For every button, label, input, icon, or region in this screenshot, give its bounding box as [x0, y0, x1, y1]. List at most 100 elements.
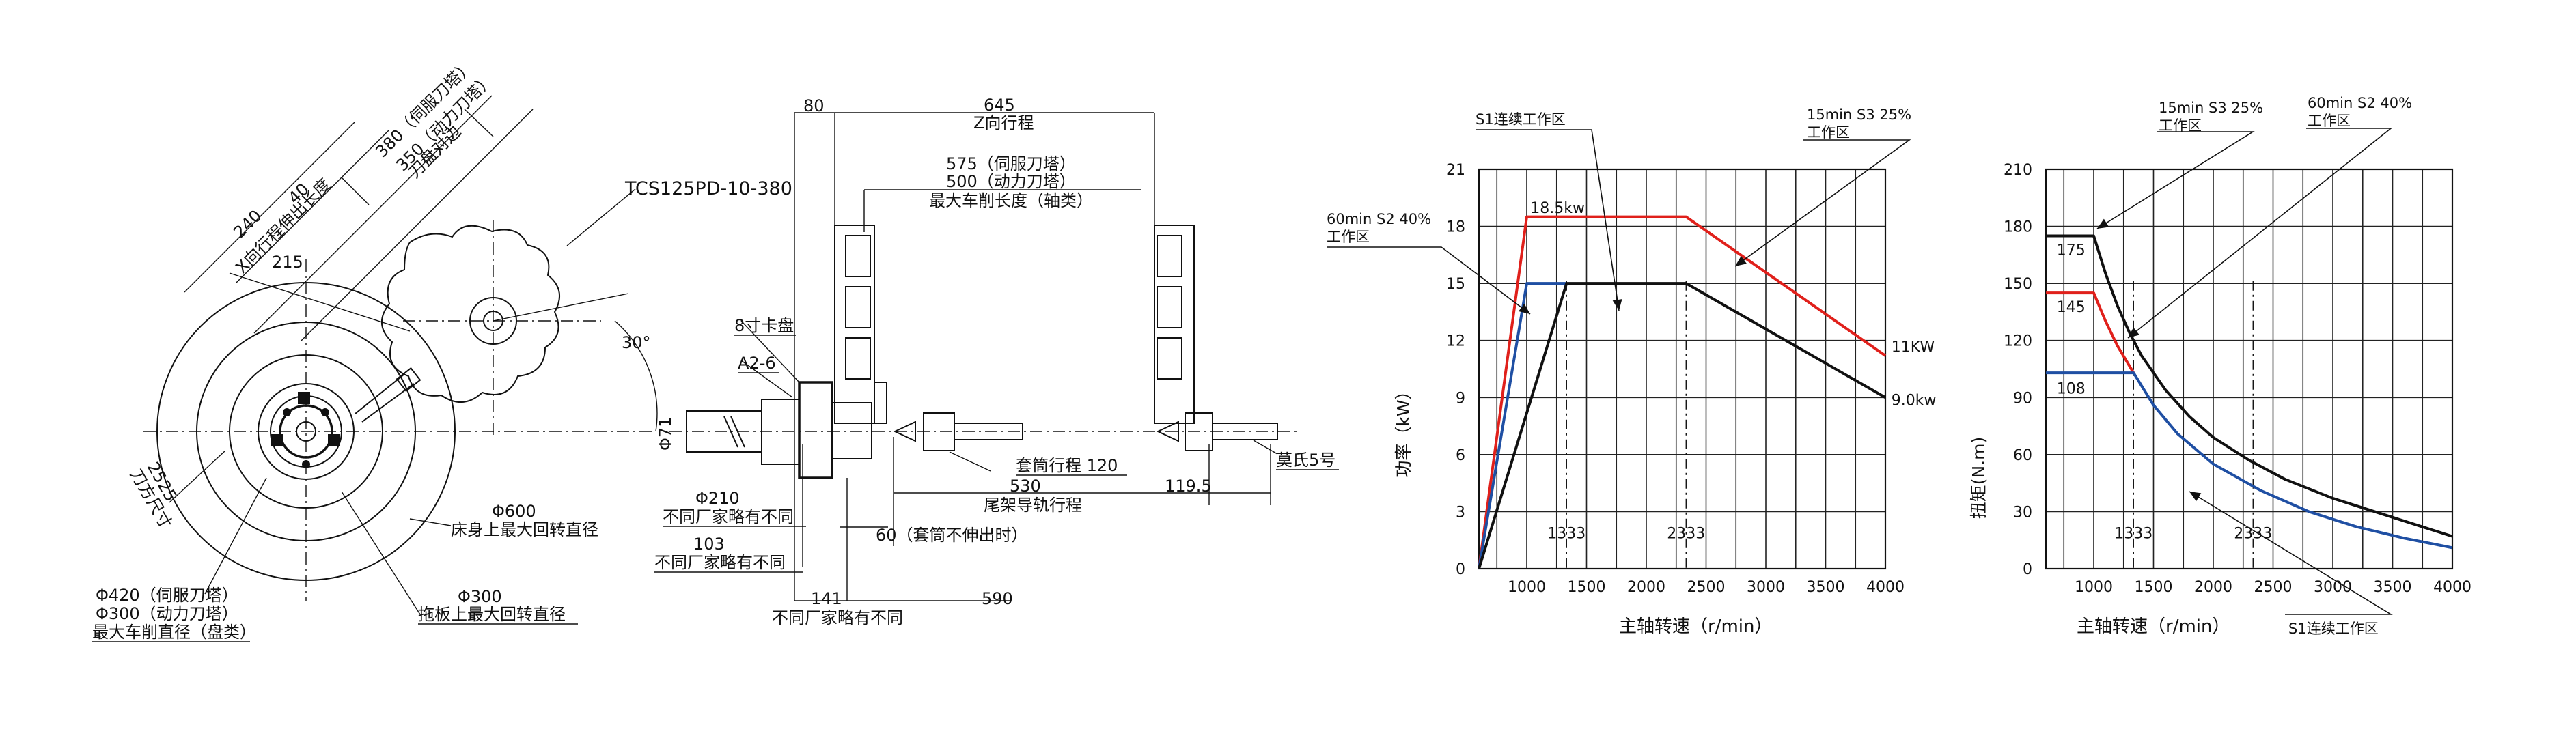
dim-line: [300, 109, 534, 342]
series-line-1: [1478, 282, 1567, 569]
y-tick-label: 12: [1446, 333, 1465, 350]
dim-80: 80: [803, 96, 825, 115]
vendor-note-1: 不同厂家略有不同: [663, 507, 794, 526]
y-axis-label: 扭矩(N.m): [1969, 437, 1989, 520]
value-label: 11KW: [1892, 339, 1935, 356]
swing-dia-leader: [409, 518, 452, 526]
chuck-jaw-icon: [328, 434, 340, 446]
y-tick-label: 3: [1456, 504, 1465, 521]
turret-model-leader: [566, 188, 636, 246]
dim-141: 141: [811, 589, 842, 608]
dim-500: 500（动力刀塔）: [946, 172, 1076, 191]
annotation-leader: [1327, 246, 1531, 315]
x-tick-label: 3500: [1807, 579, 1845, 596]
x-tick-label: 1500: [2135, 579, 2173, 596]
turret-mount: [874, 382, 887, 424]
x-axis-label: 主轴转速（r/min）: [1619, 616, 1772, 637]
swing-bed-label: 床身上最大回转直径: [451, 520, 598, 539]
tool-square-leader: [169, 450, 226, 503]
dim-line: [229, 272, 411, 332]
y-tick-label: 6: [1456, 447, 1465, 464]
annotation-leader: [2189, 491, 2393, 615]
dim-215: 215: [272, 253, 303, 272]
y-tick-label: 210: [2004, 162, 2032, 179]
series-line-0: [2046, 234, 2453, 538]
vendor-note-3: 不同厂家略有不同: [772, 608, 903, 627]
x-tick-label: 2500: [1687, 579, 1726, 596]
x-tick-label: 3000: [2314, 579, 2352, 596]
x-tick-label: 3000: [1747, 579, 1785, 596]
zone-annotation: 工作区: [1327, 229, 1370, 245]
x-tick-label: 1000: [1508, 579, 1546, 596]
tail-center: [1156, 421, 1179, 442]
arrowhead-icon: [2128, 327, 2139, 338]
value-label: 9.0kw: [1892, 392, 1937, 409]
x-tick-label: 1500: [1568, 579, 1606, 596]
zone-annotation: 60min S2 40%: [2308, 95, 2412, 111]
series-line-1: [2046, 291, 2135, 374]
value-label: 2333: [1667, 525, 1705, 542]
vendor-note-2: 不同厂家略有不同: [654, 553, 786, 572]
tool-holder-block: [396, 367, 421, 393]
angle-label: 30°: [622, 333, 651, 352]
turret-fin: [845, 235, 871, 277]
value-label: 1333: [2114, 525, 2152, 542]
disk-dia-leader: [204, 477, 267, 595]
zone-annotation: 工作区: [2159, 117, 2202, 134]
tailstock-taper: [1212, 423, 1278, 440]
x-tick-label: 3500: [2374, 579, 2412, 596]
arrowhead-icon: [1612, 299, 1622, 311]
y-tick-label: 60: [2013, 447, 2032, 464]
chuck-bolt-icon: [321, 408, 329, 416]
dia-71-label: Φ71: [656, 417, 675, 451]
x-tick-label: 2000: [1627, 579, 1665, 596]
annotation-leader: [2127, 128, 2393, 339]
dia-300-label: Φ300: [458, 587, 502, 606]
zone-annotation: 工作区: [2308, 113, 2351, 129]
plot-frame: [2045, 168, 2454, 570]
x-tick-label: 2500: [2254, 579, 2293, 596]
value-label: 108: [2057, 381, 2086, 398]
chuck-jaw-icon: [271, 434, 283, 446]
chuck-bolt-icon: [283, 408, 291, 416]
morse-leader: [1253, 440, 1278, 455]
carriage-swing-label: 拖板上最大回转直径: [418, 605, 566, 624]
dia-600-label: Φ600: [492, 502, 536, 521]
y-axis-label: 功率（kW）: [1394, 382, 1413, 477]
value-label: 18.5kw: [1530, 200, 1585, 217]
spindle-nose-leader: [740, 360, 793, 398]
live-center: [893, 421, 916, 442]
chuck-label: 8寸卡盘: [734, 316, 794, 335]
dim-575: 575（伺服刀塔）: [946, 154, 1076, 173]
dim-119-5: 119.5: [1165, 476, 1212, 496]
spindle-nose-label: A2-6: [738, 354, 776, 373]
dim-530: 530: [1010, 476, 1041, 496]
tool-holder-link: [355, 373, 405, 414]
tail-rail-label: 尾架导轨行程: [984, 496, 1082, 515]
y-tick-label: 120: [2004, 333, 2032, 350]
y-tick-label: 9: [1456, 390, 1465, 407]
y-tick-label: 90: [2013, 390, 2032, 407]
y-tick-label: 15: [1446, 276, 1465, 293]
value-label: 1333: [1547, 525, 1585, 542]
turret-fin: [845, 337, 871, 380]
chuck-side: [798, 381, 833, 479]
zone-annotation: 工作区: [1807, 124, 1850, 141]
x-tick-label: 4000: [2433, 579, 2471, 596]
zone-annotation: 15min S3 25%: [1807, 106, 1911, 123]
annotation-leader: [1734, 139, 1911, 267]
angle-arc: [614, 320, 658, 432]
x-tick-label: 1000: [2075, 579, 2113, 596]
quill-leader: [949, 451, 991, 472]
dim-line: [236, 129, 390, 283]
x-tick-label: 4000: [1866, 579, 1905, 596]
dim-line: [464, 109, 494, 137]
series-line-0: [1478, 215, 1887, 569]
morse-label: 莫氏5号: [1276, 451, 1335, 470]
z-travel-label: Z向行程: [973, 113, 1034, 132]
disk-turning-label: 最大车削直径（盘类）: [92, 623, 256, 642]
dia-210-label: Φ210: [695, 489, 740, 508]
shaft-length-label: 最大车削长度（轴类）: [929, 191, 1093, 210]
